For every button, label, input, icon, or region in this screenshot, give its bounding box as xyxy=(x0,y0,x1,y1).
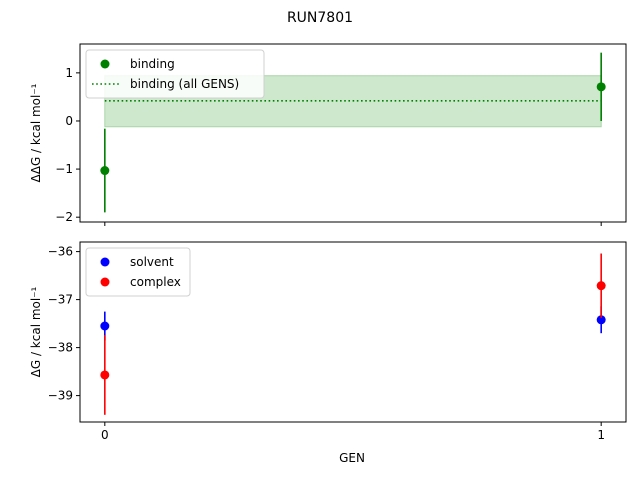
data-point xyxy=(100,321,110,331)
data-point xyxy=(596,82,606,92)
y-tick-label: −39 xyxy=(48,389,73,403)
legend-label: binding xyxy=(130,57,175,71)
data-point xyxy=(100,370,110,380)
legend-label: complex xyxy=(130,275,181,289)
data-point xyxy=(596,315,606,325)
data-point xyxy=(596,281,606,291)
axes-frame xyxy=(79,43,627,223)
figure-title: RUN7801 xyxy=(287,10,353,26)
data-point xyxy=(100,166,110,176)
y-tick-label: 1 xyxy=(65,66,73,80)
x-axis-label: GEN xyxy=(339,451,365,465)
y-tick-label: −2 xyxy=(55,210,73,224)
legend-label: binding (all GENS) xyxy=(130,77,239,91)
y-tick-label: 0 xyxy=(65,114,73,128)
bottom-panel: −39 −38 −37 −36 0 1 ΔG / kcal mol⁻¹ solvent comp… xyxy=(29,241,627,442)
y-tick-label: −1 xyxy=(55,162,73,176)
axes-frame xyxy=(79,241,627,423)
legend-marker xyxy=(100,257,110,267)
legend-box xyxy=(85,49,265,99)
y-tick-label: −37 xyxy=(48,293,73,307)
legend-marker xyxy=(100,277,110,287)
legend-marker xyxy=(100,59,110,69)
legend-box xyxy=(85,247,191,297)
y-axis-label: ΔΔG / kcal mol⁻¹ xyxy=(29,83,43,182)
y-axis-label: ΔG / kcal mol⁻¹ xyxy=(29,286,43,377)
y-tick-label: −36 xyxy=(48,245,73,259)
x-tick-label: 0 xyxy=(101,428,109,442)
legend-label: solvent xyxy=(130,255,174,269)
y-tick-label: −38 xyxy=(48,341,73,355)
x-tick-label: 1 xyxy=(597,428,605,442)
